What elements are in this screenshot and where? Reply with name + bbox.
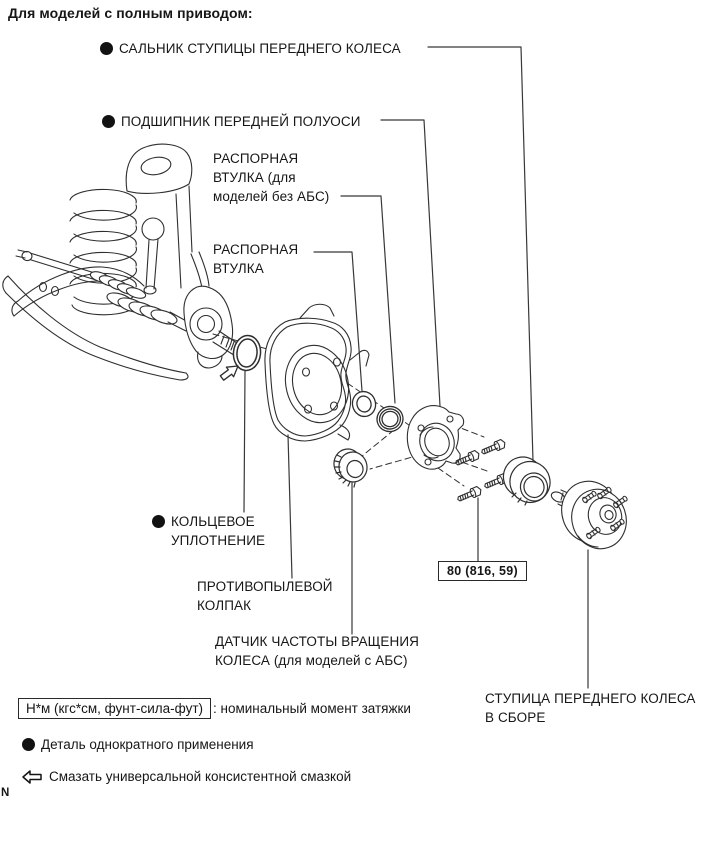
- callout-speed-sensor-line1: ДАТЧИК ЧАСТОТЫ ВРАЩЕНИЯ: [215, 634, 420, 649]
- callout-spacer-line2: ВТУЛКА: [213, 261, 264, 276]
- corner-mark: N: [1, 787, 10, 799]
- callout-axle-bearing-label: ПОДШИПНИК ПЕРЕДНЕЙ ПОЛУОСИ: [121, 114, 361, 129]
- hub-bolts: [455, 438, 509, 502]
- single-use-bullet-icon: [22, 738, 35, 751]
- callout-dust-cap-line2: КОЛПАК: [197, 598, 252, 613]
- single-use-bullet-icon: [102, 115, 115, 128]
- callout-hub-assembly-line2: В СБОРЕ: [485, 710, 546, 725]
- legend-grease-text: Смазать универсальной консистентной смаз…: [49, 769, 352, 784]
- callout-speed-sensor: ДАТЧИК ЧАСТОТЫ ВРАЩЕНИЯ КОЛЕСА (для моде…: [215, 632, 419, 670]
- callout-spacer-line1: РАСПОРНАЯ: [213, 242, 299, 257]
- torque-units-box: Н*м (кгс*см, фунт-сила-фут): [18, 698, 211, 719]
- callout-spacer-no-abs-line2: ВТУЛКА (для: [213, 170, 296, 185]
- callout-dust-cap-line1: ПРОТИВОПЫЛЕВОЙ: [197, 579, 333, 594]
- o-ring-part: [232, 334, 262, 372]
- page-title: Для моделей с полным приводом:: [8, 5, 253, 21]
- callout-hub-seal-label: САЛЬНИК СТУПИЦЫ ПЕРЕДНЕГО КОЛЕСА: [119, 41, 401, 56]
- callout-spacer-no-abs-line1: РАСПОРНАЯ: [213, 151, 299, 166]
- legend-grease: Смазать универсальной консистентной смаз…: [22, 769, 351, 784]
- grease-arrow-icon: [22, 769, 42, 784]
- callout-dust-cap: ПРОТИВОПЫЛЕВОЙ КОЛПАК: [197, 577, 333, 615]
- torque-units-note: : номинальный момент затяжки: [213, 701, 411, 716]
- sensor-rotor-part: [333, 448, 368, 488]
- callout-o-ring-line2: УПЛОТНЕНИЕ: [171, 533, 266, 548]
- callout-o-ring: КОЛЬЦЕВОЕ УПЛОТНЕНИЕ: [152, 512, 265, 550]
- spacer-sleeve-no-abs-part: [376, 405, 404, 433]
- legend-single-use: Деталь однократного применения: [22, 737, 254, 752]
- front-suspension-illustration: [2, 143, 248, 381]
- callout-leader-lines: [243, 46, 589, 689]
- callout-speed-sensor-line2: КОЛЕСА (для моделей с АБС): [215, 653, 408, 668]
- legend-torque-units: Н*м (кгс*см, фунт-сила-фут) : номинальны…: [18, 698, 411, 719]
- callout-o-ring-line1: КОЛЬЦЕВОЕ: [171, 514, 255, 529]
- single-use-bullet-icon: [152, 515, 165, 528]
- callout-axle-bearing: ПОДШИПНИК ПЕРЕДНЕЙ ПОЛУОСИ: [102, 112, 361, 131]
- legend-single-use-text: Деталь однократного применения: [41, 737, 254, 752]
- callout-spacer: РАСПОРНАЯ ВТУЛКА: [213, 240, 298, 278]
- single-use-bullet-icon: [100, 42, 113, 55]
- hub-seal-part: [502, 456, 551, 506]
- callout-hub-assembly-line1: СТУПИЦА ПЕРЕДНЕГО КОЛЕСА: [485, 691, 696, 706]
- callout-spacer-no-abs: РАСПОРНАЯ ВТУЛКА (для моделей без АБС): [213, 149, 329, 206]
- spacer-sleeve-part: [351, 390, 377, 418]
- callout-spacer-no-abs-line3: моделей без АБС): [213, 189, 330, 204]
- grease-pointer-icon: [219, 365, 239, 381]
- callout-hub-seal: САЛЬНИК СТУПИЦЫ ПЕРЕДНЕГО КОЛЕСА: [100, 39, 401, 58]
- wheel-hub-part: [550, 480, 628, 550]
- bearing-housing-part: [406, 405, 465, 470]
- torque-spec-box: 80 (816, 59): [438, 561, 528, 581]
- dust-shield-part: [264, 303, 370, 442]
- callout-hub-assembly: СТУПИЦА ПЕРЕДНЕГО КОЛЕСА В СБОРЕ: [485, 689, 695, 727]
